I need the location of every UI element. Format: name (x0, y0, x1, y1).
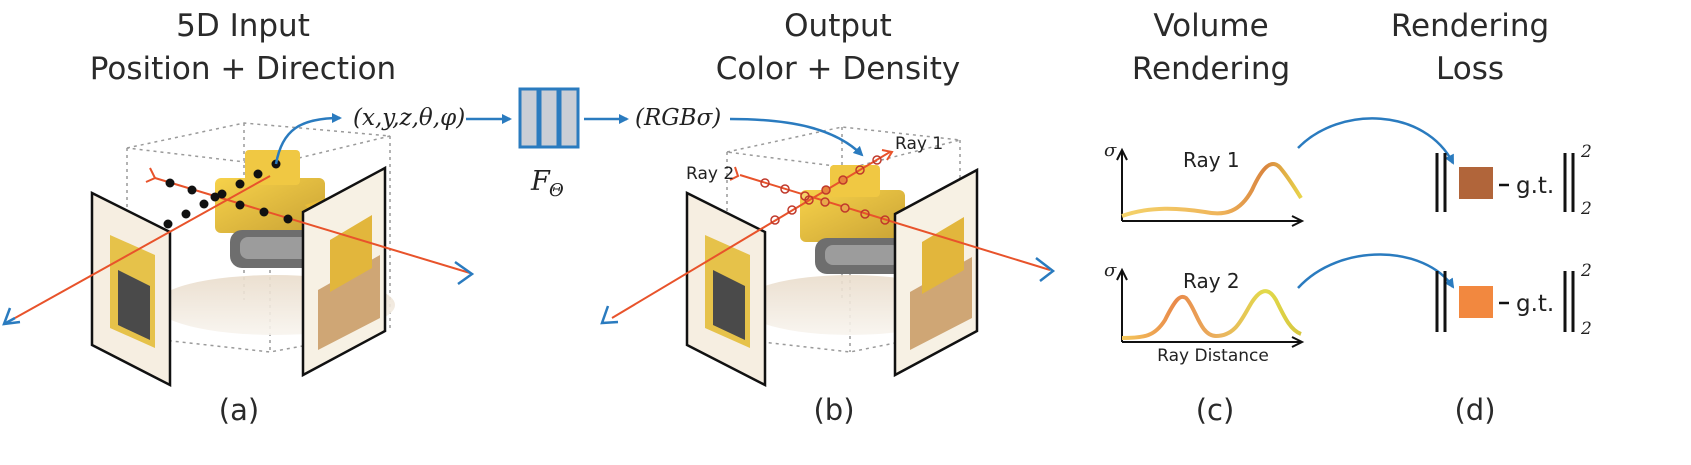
ray-right-a (154, 177, 471, 274)
loss-term-1: g.t. 2 2 (1435, 142, 1592, 219)
norm-exponent-2: 2 (1580, 261, 1592, 281)
norm-exponent-1: 2 (1580, 142, 1592, 162)
panel-c-title-line2: Rendering (1132, 51, 1290, 87)
panel-d-title-line2: Loss (1436, 51, 1504, 87)
network-subscript: Θ (549, 180, 564, 201)
predicted-color-swatch-2 (1459, 286, 1493, 318)
output-label: (RGBσ) (635, 105, 721, 131)
x-axis-label: Ray Distance (1157, 346, 1269, 366)
panel-c: Volume Rendering σ Ray 1 σ Ray 2 Ray Dis… (1104, 8, 1305, 427)
input-label: (x,y,z,θ,φ) (353, 105, 465, 131)
output-arrow (729, 117, 864, 157)
predicted-color-swatch-1 (1459, 167, 1493, 199)
camera-left-b (600, 305, 619, 325)
panel-a-title-line1: 5D Input (176, 8, 310, 44)
panel-b-title-line2: Color + Density (716, 51, 960, 87)
image-plane-right-b (893, 167, 979, 378)
density-curve-ray1 (1121, 162, 1303, 218)
plot2-ray-label: Ray 2 (1183, 269, 1240, 293)
panel-a-caption: (a) (219, 393, 259, 427)
norm-subscript-1: 2 (1580, 199, 1592, 219)
ray2-label-b: Ray 2 (686, 164, 734, 184)
ray2-b (739, 174, 1051, 271)
panel-a-title-line2: Position + Direction (90, 51, 396, 87)
network-block: F Θ (518, 87, 580, 201)
norm-subscript-2: 2 (1580, 319, 1592, 339)
image-plane-left-b (685, 190, 767, 388)
panel-a: 5D Input Position + Direction (2, 8, 475, 427)
panel-d: Rendering Loss g.t. 2 2 g.t. 2 2 (d) (1391, 8, 1592, 427)
camera-right-b (1035, 257, 1056, 282)
arrow-c-to-d-2 (1297, 253, 1455, 289)
input-arrow (274, 113, 342, 165)
image-plane-right-a (301, 165, 387, 378)
network-label: F (530, 166, 551, 197)
panel-b-title-line1: Output (784, 8, 892, 44)
camera-right-a (454, 260, 475, 286)
density-plot-ray2: σ Ray 2 Ray Distance (1104, 260, 1305, 366)
panel-d-caption: (d) (1454, 393, 1495, 427)
panel-b: Output Color + Density (600, 8, 1056, 427)
image-plane-left-a (90, 190, 172, 388)
panel-d-title-line1: Rendering (1391, 8, 1549, 44)
sigma-axis-label-1: σ (1104, 140, 1117, 161)
panel-c-caption: (c) (1196, 393, 1235, 427)
panel-c-title-line1: Volume (1153, 8, 1268, 44)
ray1-label-b: Ray 1 (895, 134, 943, 154)
sample-points-b (760, 155, 890, 225)
density-plot-ray1: σ Ray 1 (1104, 140, 1305, 227)
loss-term-2: g.t. 2 2 (1435, 261, 1592, 339)
arrow-c-to-d-1 (1297, 117, 1455, 165)
gt-label-1: g.t. (1516, 173, 1554, 199)
plot1-ray-label: Ray 1 (1183, 148, 1240, 172)
density-curve-ray2 (1121, 289, 1302, 340)
sigma-axis-label-2: σ (1104, 260, 1117, 281)
panel-b-caption: (b) (813, 393, 854, 427)
gt-label-2: g.t. (1516, 291, 1554, 317)
